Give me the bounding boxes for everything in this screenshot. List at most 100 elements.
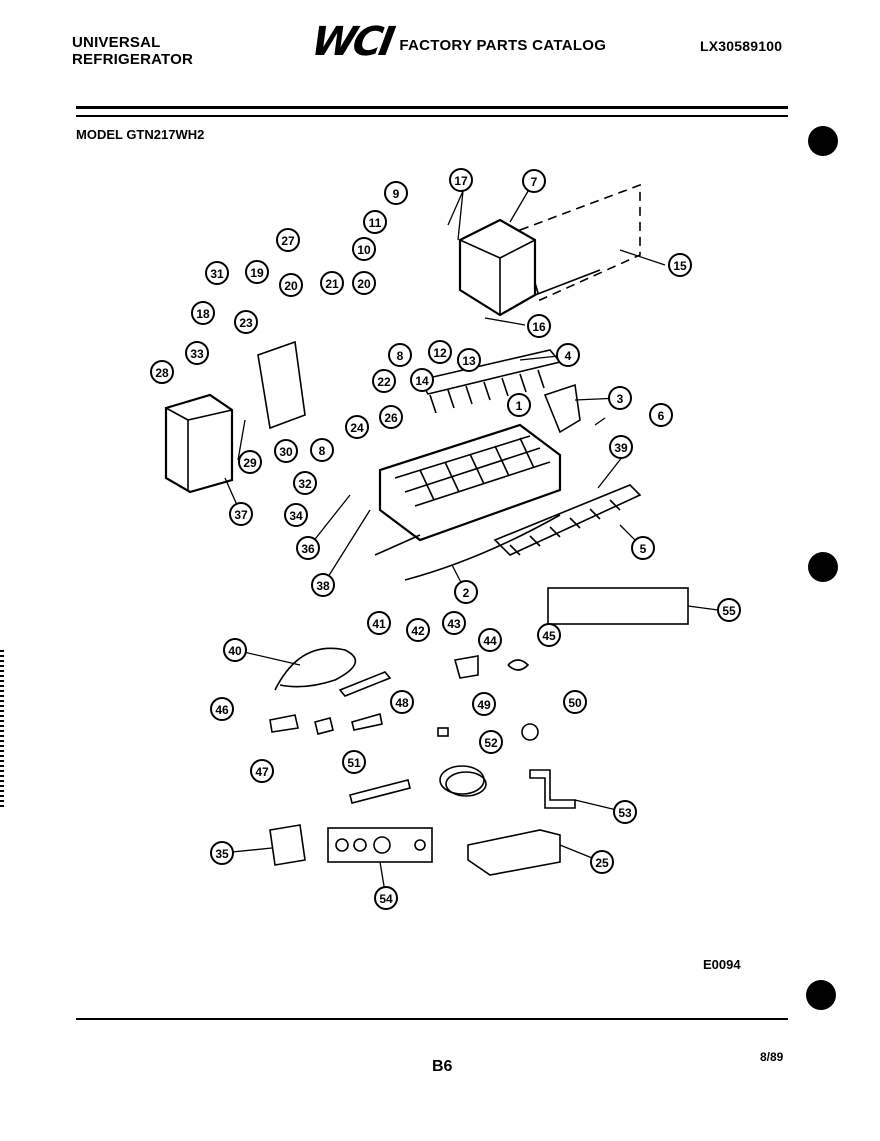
footer-rule <box>76 1018 788 1020</box>
svg-text:37: 37 <box>234 508 248 522</box>
callout-25: 25 <box>590 850 614 874</box>
callout-41: 41 <box>367 611 391 635</box>
callout-43: 43 <box>442 611 466 635</box>
svg-text:33: 33 <box>190 347 204 361</box>
binder-hole-top <box>808 126 838 156</box>
svg-text:16: 16 <box>532 320 546 334</box>
svg-text:24: 24 <box>350 421 364 435</box>
svg-text:34: 34 <box>289 509 303 523</box>
svg-text:38: 38 <box>316 579 330 593</box>
svg-text:52: 52 <box>484 736 498 750</box>
callout-23: 23 <box>234 310 258 334</box>
svg-text:47: 47 <box>255 765 269 779</box>
callout-17: 17 <box>449 168 473 192</box>
callout-7: 7 <box>522 169 546 193</box>
issue-date: 8/89 <box>760 1050 784 1064</box>
svg-text:20: 20 <box>284 279 298 293</box>
callout-29: 29 <box>238 450 262 474</box>
svg-text:41: 41 <box>372 617 386 631</box>
svg-text:45: 45 <box>542 629 556 643</box>
callout-38: 38 <box>311 573 335 597</box>
callout-54: 54 <box>374 886 398 910</box>
svg-text:3: 3 <box>617 392 624 406</box>
svg-text:53: 53 <box>618 806 632 820</box>
svg-text:12: 12 <box>433 346 447 360</box>
svg-text:46: 46 <box>215 703 229 717</box>
svg-text:8: 8 <box>397 349 404 363</box>
callout-55: 55 <box>717 598 741 622</box>
svg-text:51: 51 <box>347 756 361 770</box>
svg-text:25: 25 <box>595 856 609 870</box>
svg-text:26: 26 <box>384 411 398 425</box>
callout-51: 51 <box>342 750 366 774</box>
svg-text:50: 50 <box>568 696 582 710</box>
callout-19: 19 <box>245 260 269 284</box>
callout-10: 10 <box>352 237 376 261</box>
callout-48: 48 <box>390 690 414 714</box>
catalog-title: FACTORY PARTS CATALOG <box>399 36 607 54</box>
svg-text:27: 27 <box>281 234 295 248</box>
svg-text:54: 54 <box>379 892 393 906</box>
callout-22: 22 <box>372 369 396 393</box>
svg-text:39: 39 <box>614 441 628 455</box>
callout-47: 47 <box>250 759 274 783</box>
svg-text:17: 17 <box>454 174 468 188</box>
callout-35: 35 <box>210 841 234 865</box>
callout-8b: 8 <box>310 438 334 462</box>
callout-40: 40 <box>223 638 247 662</box>
callout-21: 21 <box>320 271 344 295</box>
brand-line-2: REFRIGERATOR <box>72 51 194 68</box>
svg-text:14: 14 <box>415 374 429 388</box>
callout-49: 49 <box>472 692 496 716</box>
svg-text:21: 21 <box>325 277 339 291</box>
catalog-header: WCI FACTORY PARTS CATALOG <box>308 19 607 65</box>
model-label: MODEL GTN217WH2 <box>76 127 205 142</box>
svg-text:8: 8 <box>319 444 326 458</box>
svg-text:44: 44 <box>483 634 497 648</box>
svg-text:5: 5 <box>640 542 647 556</box>
doc-number: LX30589100 <box>700 38 783 54</box>
svg-text:43: 43 <box>447 617 461 631</box>
callout-20: 20 <box>279 273 303 297</box>
svg-text:6: 6 <box>658 409 665 423</box>
binder-hole-middle <box>808 552 838 582</box>
svg-text:10: 10 <box>357 243 371 257</box>
callout-8: 8 <box>388 343 412 367</box>
svg-text:48: 48 <box>395 696 409 710</box>
svg-text:30: 30 <box>279 445 293 459</box>
svg-text:13: 13 <box>462 354 476 368</box>
binder-hole-bottom <box>806 980 836 1010</box>
svg-text:22: 22 <box>377 375 391 389</box>
svg-text:23: 23 <box>239 316 253 330</box>
page-number: B6 <box>432 1058 453 1075</box>
diagram-code: E0094 <box>703 957 741 972</box>
svg-text:28: 28 <box>155 366 169 380</box>
callout-26: 26 <box>379 405 403 429</box>
svg-text:29: 29 <box>243 456 257 470</box>
svg-text:40: 40 <box>228 644 242 658</box>
callout-31: 31 <box>205 261 229 285</box>
callout-45: 45 <box>537 623 561 647</box>
svg-text:4: 4 <box>565 349 572 363</box>
callout-4: 4 <box>556 343 580 367</box>
callout-markers: 1 2 3 4 5 6 7 8 8 9 10 11 12 13 14 15 16… <box>150 168 741 910</box>
svg-text:36: 36 <box>301 542 315 556</box>
callout-6: 6 <box>649 403 673 427</box>
svg-text:35: 35 <box>215 847 229 861</box>
callout-44: 44 <box>478 628 502 652</box>
callout-20b: 20 <box>352 271 376 295</box>
callout-16: 16 <box>527 314 551 338</box>
callout-11: 11 <box>363 210 387 234</box>
callout-50: 50 <box>563 690 587 714</box>
callout-32: 32 <box>293 471 317 495</box>
callout-15: 15 <box>668 253 692 277</box>
callout-37: 37 <box>229 502 253 526</box>
callout-52: 52 <box>479 730 503 754</box>
svg-text:31: 31 <box>210 267 224 281</box>
callout-1: 1 <box>507 393 531 417</box>
svg-text:7: 7 <box>531 175 538 189</box>
svg-text:55: 55 <box>722 604 736 618</box>
callout-3: 3 <box>608 386 632 410</box>
